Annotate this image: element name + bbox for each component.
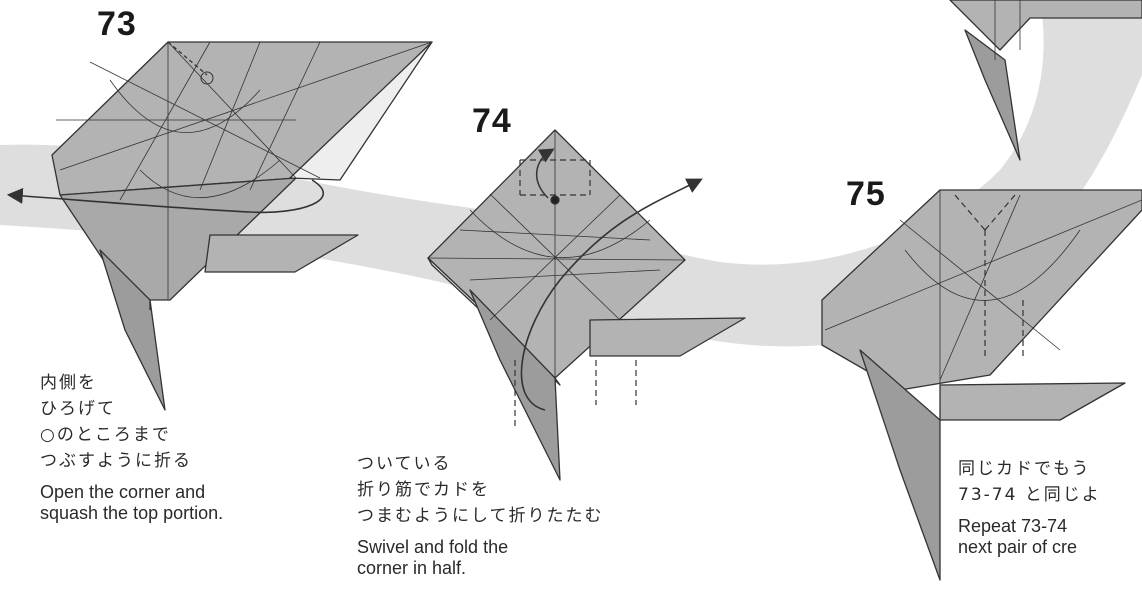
- caption-en-line: Open the corner and: [40, 482, 223, 503]
- step-73-caption-jp: 内側を ひろげて ○のところまで つぶすように折る: [40, 370, 223, 474]
- top-right-point: [965, 30, 1020, 160]
- step-74-number: 74: [472, 102, 512, 141]
- step-75-caption-jp: 同じカドでもう 73-74 と同じよ: [958, 456, 1142, 508]
- step-74-caption-jp: ついている 折り筋でカドを つまむようにして折りたたむ: [357, 451, 604, 529]
- caption-jp-line: つまむようにして折りたたむ: [357, 503, 604, 529]
- caption-jp-line: ひろげて: [40, 396, 223, 422]
- step-75-caption: 同じカドでもう 73-74 と同じよ Repeat 73-74 next pai…: [958, 456, 1142, 558]
- step-73-caption: 内側を ひろげて ○のところまで つぶすように折る Open the corne…: [40, 370, 223, 524]
- step-74-caption: ついている 折り筋でカドを つまむようにして折りたたむ Swivel and f…: [357, 451, 604, 579]
- caption-jp-line: つぶすように折る: [40, 448, 223, 474]
- step-74-pivot-dot: [551, 196, 559, 204]
- step-75-number: 75: [846, 175, 886, 214]
- caption-en-line: Swivel and fold the: [357, 537, 604, 558]
- caption-jp-line: 同じカドでもう: [958, 456, 1142, 482]
- caption-jp-line: ついている: [357, 451, 604, 477]
- step-73-caption-en: Open the corner and squash the top porti…: [40, 482, 223, 524]
- caption-en-line: Repeat 73-74: [958, 516, 1142, 537]
- step-74-caption-en: Swivel and fold the corner in half.: [357, 537, 604, 579]
- caption-jp-line: 折り筋でカドを: [357, 477, 604, 503]
- step-75-caption-en: Repeat 73-74 next pair of cre: [958, 516, 1142, 558]
- caption-jp-line: ○のところまで: [40, 422, 223, 448]
- step-75-side-flap: [940, 383, 1125, 420]
- caption-jp-line: 73-74 と同じよ: [958, 482, 1142, 508]
- step-73-number: 73: [97, 5, 137, 44]
- caption-en-line: corner in half.: [357, 558, 604, 579]
- caption-en-line: squash the top portion.: [40, 503, 223, 524]
- caption-en-line: next pair of cre: [958, 537, 1142, 558]
- caption-jp-line: 内側を: [40, 370, 223, 396]
